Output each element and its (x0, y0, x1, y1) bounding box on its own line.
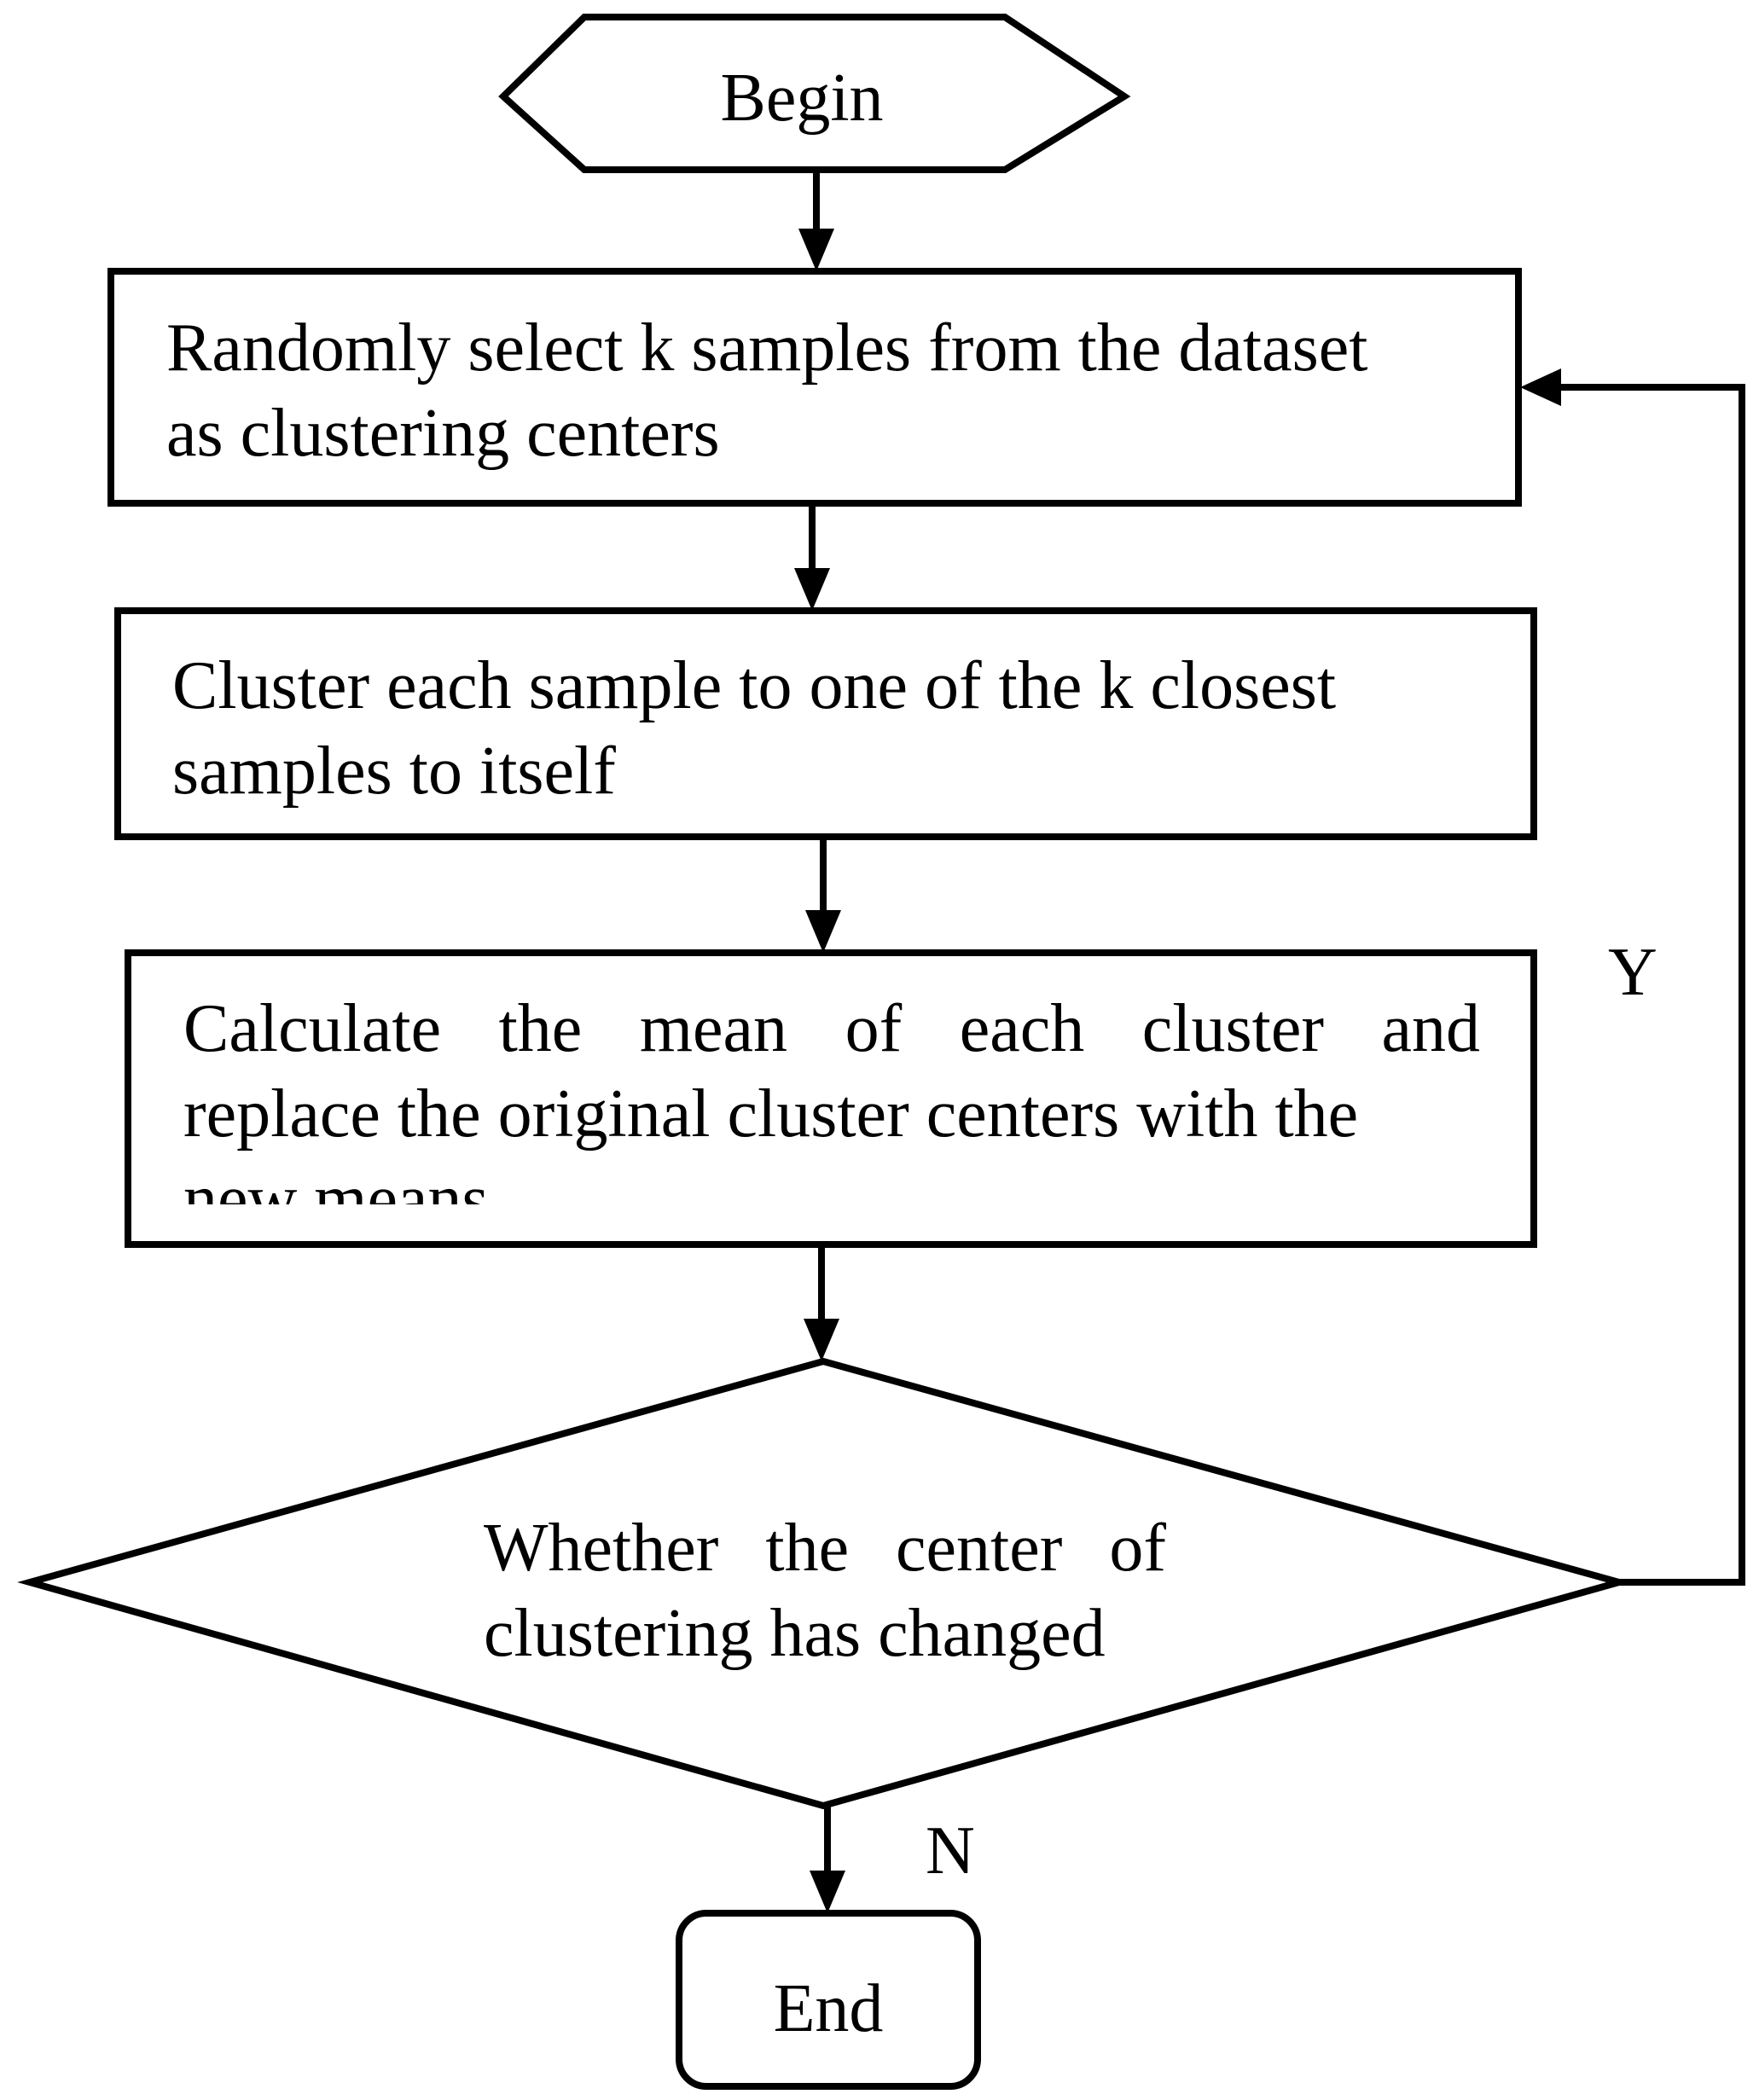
update-label-line2: replace the original cluster centers wit… (183, 1076, 1359, 1152)
decision-label-line2: clustering has changed (484, 1596, 1106, 1671)
update-means-box (125, 949, 1537, 1248)
no-edge-label: N (926, 1813, 975, 1888)
update-label-line3: new means (183, 1162, 489, 1204)
select-label-line1: Randomly select k samples from the datas… (166, 310, 1368, 386)
arrowhead-begin-to-select (798, 229, 834, 271)
end-label: End (773, 1971, 884, 2046)
update-label-line1: Calculate the mean of each cluster and (183, 991, 1480, 1066)
select-label-line2: as clustering centers (166, 396, 720, 471)
end-node-shape (676, 1910, 981, 2090)
decision-label-line1: Whether the center of (484, 1511, 1166, 1586)
yes-edge-label: Y (1608, 935, 1657, 1010)
assign-label-line2: samples to itself (172, 734, 616, 809)
begin-node-shape (498, 14, 1131, 173)
arrowhead-assign-to-update (805, 910, 841, 953)
arrowhead-select-to-assign (794, 568, 830, 611)
edge-decision-loop-back (1559, 384, 1745, 1586)
arrowhead-loop-back (1520, 368, 1561, 406)
arrowhead-update-to-decision (804, 1319, 839, 1361)
arrowhead-decision-to-end (810, 1871, 845, 1913)
select-centers-box (107, 268, 1522, 507)
assign-label-line1: Cluster each sample to one of the k clos… (172, 648, 1337, 723)
begin-label: Begin (720, 61, 884, 136)
decision-diamond-shape (17, 1357, 1632, 1810)
